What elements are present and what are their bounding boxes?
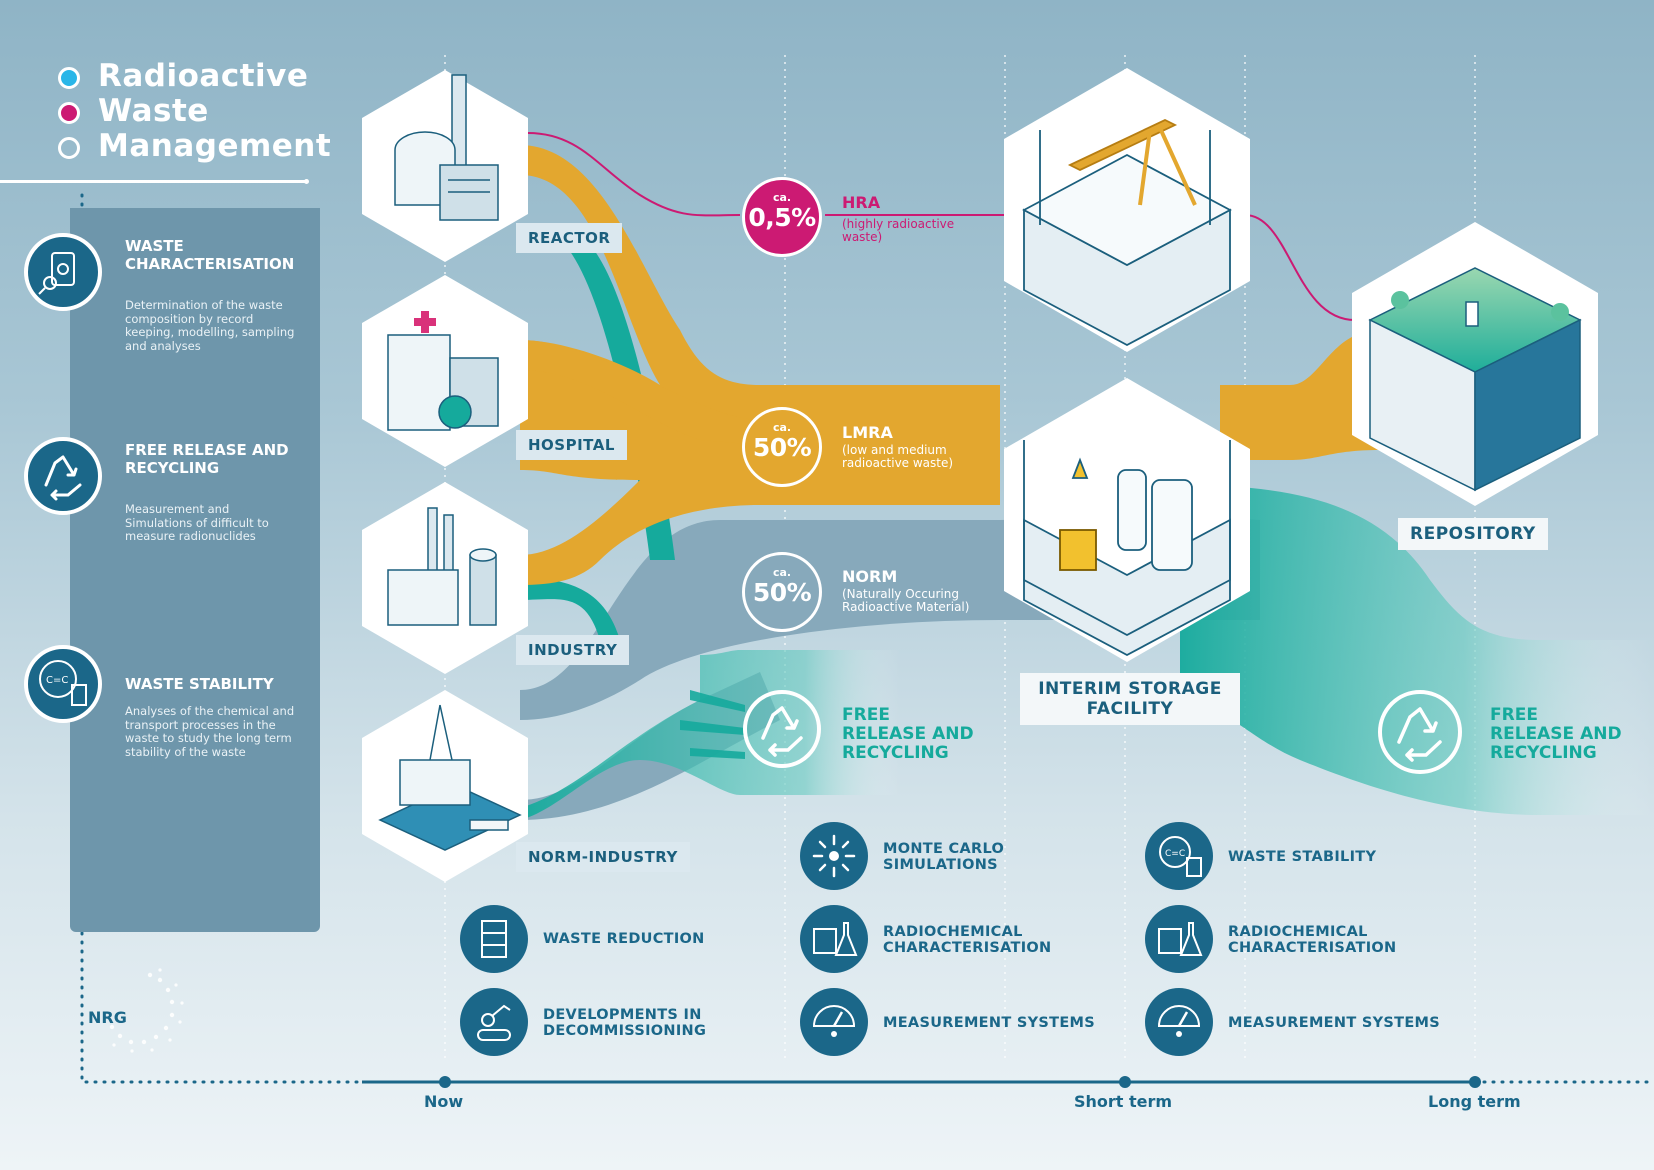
- gauge-icon: [1145, 988, 1213, 1056]
- title-line-3: Management: [98, 128, 332, 164]
- teal-industry-stream: [520, 578, 620, 640]
- lmra-percentage-badge: ca.50%: [742, 407, 822, 487]
- gauge-icon: [800, 988, 868, 1056]
- nrg-logo: NRG: [88, 1008, 127, 1027]
- molecule-barrel-icon: C=C: [1145, 822, 1213, 890]
- recycle-icon: [24, 437, 102, 515]
- source-label-norm-industry: NORM-INDUSTRY: [516, 842, 690, 872]
- hra-percentage-badge: ca.0,5%: [742, 177, 822, 257]
- source-label-hospital: HOSPITAL: [516, 430, 627, 460]
- svg-text:C=C: C=C: [46, 675, 68, 686]
- tool-label: WASTE REDUCTION: [543, 931, 705, 947]
- management-dot: [58, 137, 80, 159]
- free-release-flow: [520, 650, 900, 820]
- title-line-2: Waste: [98, 93, 209, 129]
- source-label-reactor: REACTOR: [516, 223, 623, 253]
- lmra-flow-right: [1220, 330, 1380, 460]
- title-underline-dot: [304, 179, 309, 184]
- timeline-label-short-term: Short term: [1074, 1092, 1173, 1111]
- timeline-short-marker: [1119, 1076, 1131, 1088]
- barrel-magnifier-icon: [24, 233, 102, 311]
- hospital-icon: [387, 311, 499, 431]
- interim-storage-icon: [1023, 440, 1231, 657]
- recycle-icon: [1378, 690, 1462, 774]
- title-line-1: Radioactive: [98, 58, 309, 94]
- sidebar-heading: WASTE STABILITY: [125, 675, 274, 693]
- timeline-now-marker: [439, 1076, 451, 1088]
- hra-line: [527, 132, 1356, 321]
- hra-storage-icon: [1022, 118, 1232, 347]
- timeline-label-long-term: Long term: [1428, 1092, 1521, 1111]
- repository-icon: [1368, 267, 1582, 492]
- free-release-streak: [680, 690, 745, 759]
- lmra-flow-mid: [520, 340, 760, 445]
- free-release-flow-right: [1180, 485, 1654, 815]
- molecule-barrel-icon: C=C: [24, 645, 102, 723]
- source-label-industry: INDUSTRY: [516, 635, 630, 665]
- radiation-arrows-icon: [800, 822, 868, 890]
- compactor-icon: [460, 905, 528, 973]
- recycle-icon: [743, 690, 821, 768]
- oil-platform-icon: [378, 704, 522, 851]
- norm-percentage-badge: ca.50%: [742, 552, 822, 632]
- radioactive-dot: [58, 67, 80, 89]
- nrg-logo-swirl: [109, 968, 184, 1053]
- title-underline: [0, 180, 305, 183]
- lab-flask-icon: [800, 905, 868, 973]
- norm-name: NORM: [842, 567, 898, 586]
- robot-icon: [460, 988, 528, 1056]
- reactor-icon: [394, 74, 499, 221]
- svg-text:C=C: C=C: [1165, 849, 1185, 859]
- lab-flask-icon: [1145, 905, 1213, 973]
- tool-label: MEASUREMENT SYSTEMS: [1228, 1015, 1441, 1031]
- tool-label: WASTE STABILITY: [1228, 849, 1377, 865]
- factory-icon: [387, 507, 497, 626]
- methods-panel: [70, 208, 320, 932]
- timeline-label-now: Now: [424, 1092, 464, 1111]
- timeline-long-marker: [1469, 1076, 1481, 1088]
- lmra-flow: [520, 145, 1000, 585]
- lmra-name: LMRA: [842, 423, 893, 442]
- waste-dot: [58, 102, 80, 124]
- hra-name: HRA: [842, 193, 881, 212]
- repository-label: REPOSITORY: [1398, 518, 1548, 550]
- tool-label: MEASUREMENT SYSTEMS: [883, 1015, 1096, 1031]
